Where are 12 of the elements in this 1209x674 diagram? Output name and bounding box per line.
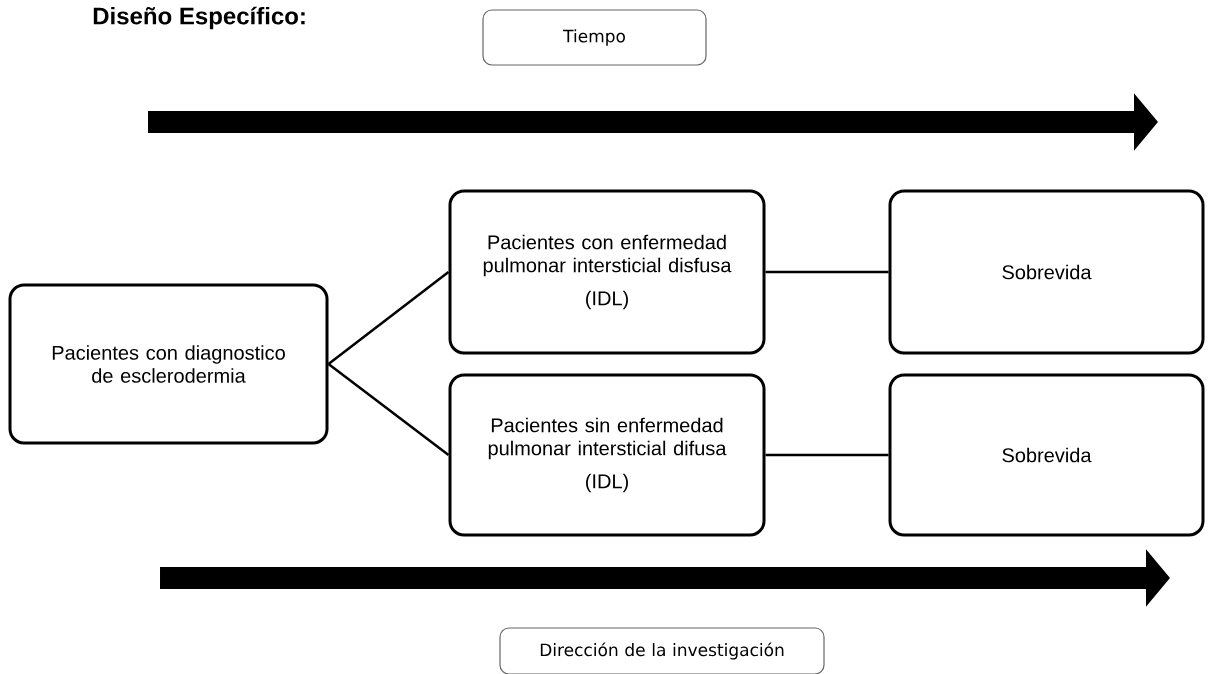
connector-line — [327, 271, 450, 365]
process-box: Sobrevida — [888, 373, 1205, 537]
process-box: Sobrevida — [888, 189, 1205, 355]
connector-line — [765, 453, 889, 457]
connector-line — [327, 363, 450, 456]
label-box: Tiempo — [482, 9, 707, 66]
process-box: Pacientes con diagnostico de esclerodermia — [8, 283, 329, 445]
process-box: Pacientes con enfermedad pulmonar intersticial disfusa (IDL) — [448, 189, 766, 355]
label-box: Dirección de la investigación — [499, 627, 825, 674]
heading: Diseño Específico: — [93, 6, 305, 30]
connector-line — [765, 270, 889, 274]
process-box: Pacientes sin enfermedad pulmonar intersticial difusa (IDL) — [448, 373, 766, 537]
